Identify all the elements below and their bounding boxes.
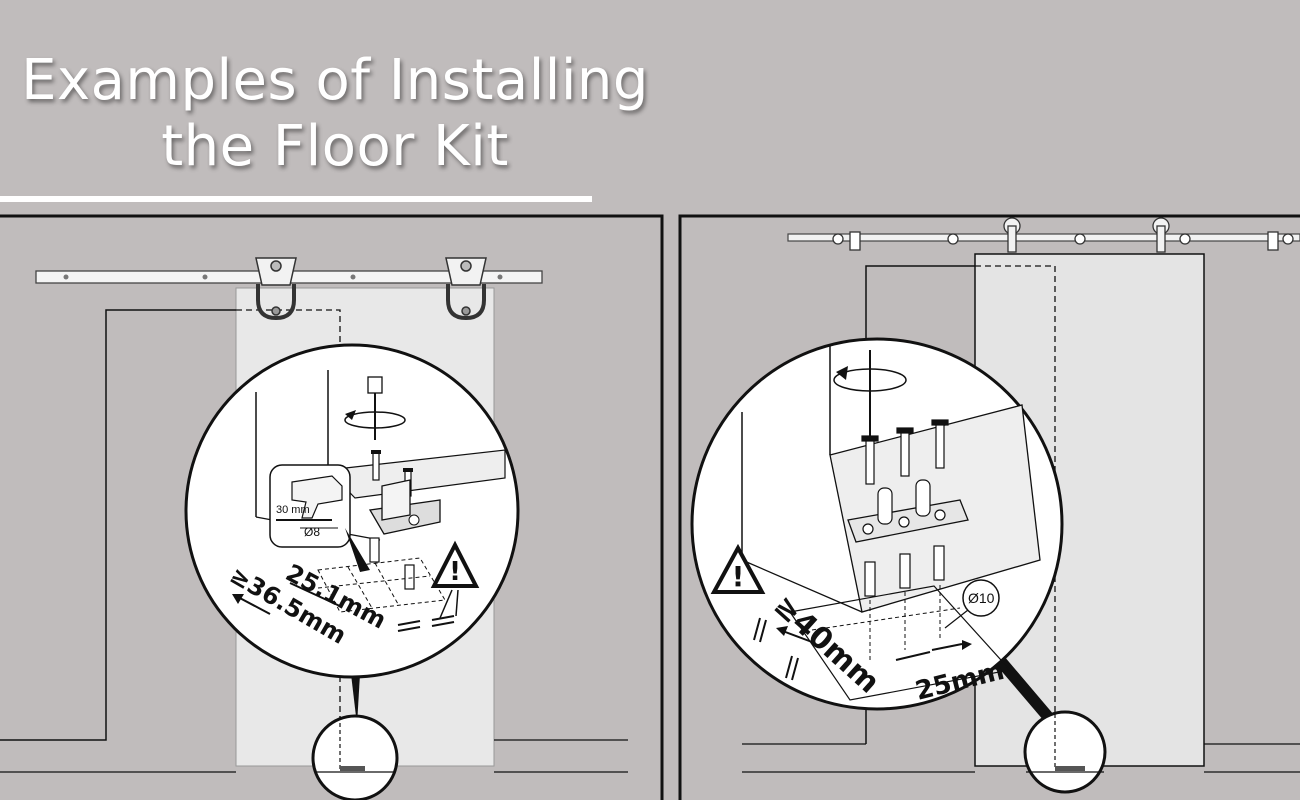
left-zoom-detail: ! bbox=[184, 343, 520, 679]
drill-depth-label: 30 mm bbox=[276, 504, 310, 516]
left-hanger-2 bbox=[445, 257, 487, 321]
page-title: Examples of Installing the Floor Kit bbox=[0, 48, 670, 180]
title-line-1: Examples of Installing bbox=[21, 48, 649, 113]
svg-text:!: ! bbox=[449, 557, 461, 587]
right-panel: ! bbox=[678, 214, 1300, 800]
right-zoom-detail: ! bbox=[690, 337, 1064, 711]
svg-text:!: ! bbox=[732, 560, 745, 593]
hole-diameter-label: Ø10 bbox=[968, 590, 995, 606]
hole-diameter-badge bbox=[962, 579, 1000, 617]
left-drill-labels: 30 mm Ø8 bbox=[276, 504, 320, 539]
warning-icon bbox=[710, 543, 766, 594]
left-panel: ! bbox=[0, 214, 664, 800]
right-callout-pointer bbox=[992, 656, 1060, 728]
left-hanger-1 bbox=[255, 257, 297, 321]
right-hanger-2 bbox=[1152, 217, 1170, 253]
right-hanger-1 bbox=[1003, 217, 1021, 253]
right-track-rail bbox=[787, 231, 1300, 251]
title-line-2: the Floor Kit bbox=[161, 114, 509, 179]
drill-diameter-label: Ø8 bbox=[304, 525, 320, 539]
left-zoom-small bbox=[311, 714, 399, 800]
right-zoom-small bbox=[1023, 710, 1107, 794]
warning-icon bbox=[430, 540, 480, 588]
title-underline bbox=[0, 196, 592, 202]
right-hole-label: Ø10 bbox=[968, 590, 995, 606]
